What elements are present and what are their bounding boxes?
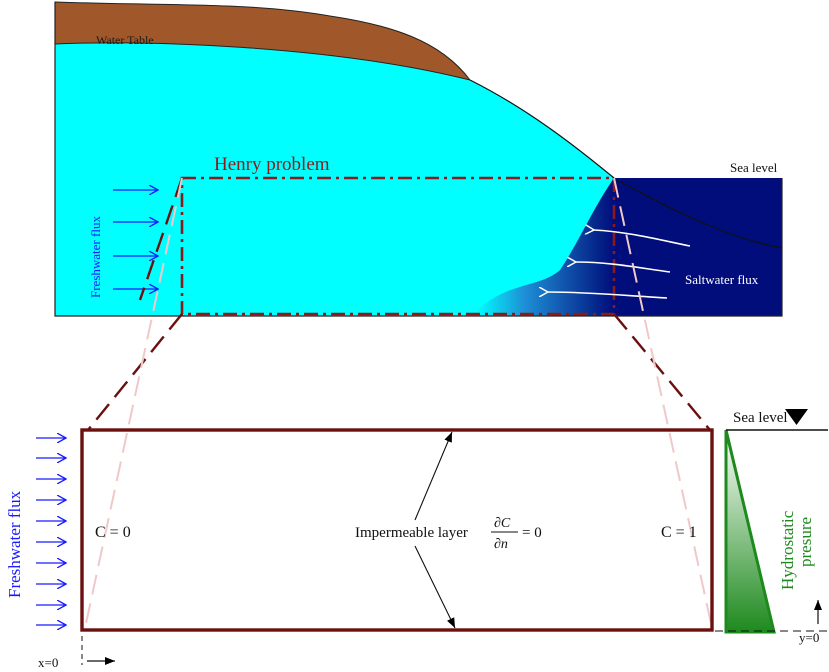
- seawater-body: [614, 178, 782, 316]
- projection-line-right-top: [613, 313, 711, 431]
- projection-line-left-top: [87, 313, 183, 431]
- henry-problem-box: [180, 176, 616, 316]
- impermeable-arrow-bottom: [414, 545, 456, 629]
- hydrostatic-label-line1: Hydrostatic: [778, 510, 797, 590]
- saltwater-arrow: [548, 292, 668, 299]
- y-origin-label: y=0: [799, 630, 819, 645]
- projection-line-left-faded: [84, 177, 183, 629]
- impermeable-layer-label: Impermeable layer: [355, 525, 468, 541]
- bottom-freshwater-arrows: [36, 438, 66, 625]
- saltwater-wedge: [476, 178, 614, 316]
- saltwater-arrow: [594, 230, 691, 247]
- impermeable-arrow-top: [414, 431, 453, 521]
- c-left-label: C = 0: [95, 524, 131, 541]
- freshwater-aquifer: [55, 42, 614, 316]
- equation-rhs: = 0: [522, 525, 542, 541]
- hydrostatic-label-line2: presure: [796, 517, 815, 567]
- henry-problem-label: Henry problem: [214, 154, 330, 175]
- projection-lines: [87, 177, 711, 431]
- henry-domain-box: [80, 428, 714, 632]
- saltwater-flux-label: Saltwater flux: [685, 272, 759, 287]
- aquifer-outline: [54, 2, 783, 317]
- bottom-sea-level-label: Sea level: [733, 410, 788, 426]
- c-right-label: C = 1: [661, 524, 697, 541]
- saltwater-arrow: [576, 262, 671, 273]
- top-freshwater-arrows: [113, 190, 158, 289]
- top-freshwater-flux-label: Freshwater flux: [88, 216, 103, 298]
- saltwater-arrows: [548, 230, 691, 299]
- x-origin-label: x=0: [38, 655, 58, 670]
- projection-lines-faded: [84, 177, 713, 629]
- boundary-equation: ∂C ∂n = 0: [491, 516, 542, 552]
- hydrostatic-pressure-triangle: [724, 429, 776, 634]
- water-table-label: Water Table: [96, 33, 154, 47]
- equation-denominator: ∂n: [494, 537, 508, 552]
- projection-line-right-faded: [613, 177, 713, 629]
- top-sea-level-label: Sea level: [730, 160, 778, 175]
- sea-level-marker-icon: [785, 409, 808, 425]
- soil-layer: [54, 1, 472, 81]
- equation-numerator: ∂C: [494, 516, 511, 531]
- bottom-freshwater-flux-label: Freshwater flux: [5, 490, 24, 598]
- projection-line-left-diag: [138, 177, 184, 301]
